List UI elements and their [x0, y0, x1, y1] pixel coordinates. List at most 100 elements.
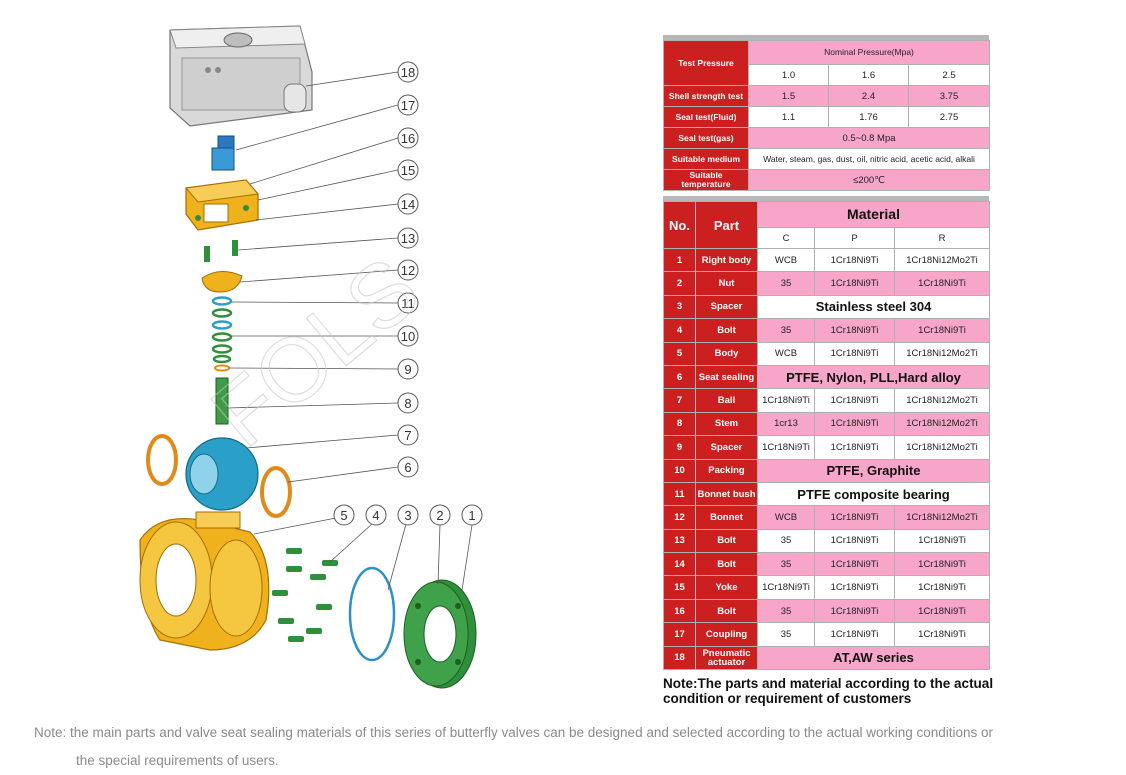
svg-text:14: 14 — [401, 197, 415, 212]
svg-text:11: 11 — [401, 296, 415, 311]
callout-14: 14 — [397, 193, 419, 215]
svg-text:13: 13 — [401, 231, 415, 246]
shell-strength-value: 1.5 — [748, 85, 829, 107]
stem — [215, 377, 229, 425]
row-material-r: 1Cr18Ni12Mo2Ti — [893, 435, 991, 460]
callout-6: 6 — [397, 456, 419, 478]
row-part: Bonnet — [695, 505, 758, 530]
row-material-c: 35 — [757, 528, 815, 554]
callout-10: 10 — [397, 325, 419, 347]
medium-value: Water, steam, gas, dust, oil, nitric aci… — [748, 148, 990, 170]
row-part: Body — [695, 341, 758, 366]
svg-text:6: 6 — [404, 460, 411, 475]
temperature-value: ≤200℃ — [748, 169, 990, 191]
shell-strength-label: Shell strength test — [663, 85, 749, 107]
temperature-label: Suitable temperature — [663, 169, 749, 191]
row-part: Yoke — [695, 575, 758, 600]
callout-4: 4 — [365, 504, 387, 526]
row-material-merged: AT,AW series — [756, 645, 991, 671]
svg-text:2: 2 — [436, 508, 443, 523]
callout-8: 8 — [397, 392, 419, 414]
svg-text:16: 16 — [401, 131, 415, 146]
column-c: C — [757, 227, 815, 249]
material-header: Material — [756, 201, 991, 228]
svg-text:9: 9 — [404, 362, 411, 377]
row-material-p: 1Cr18Ni9Ti — [814, 271, 895, 296]
svg-text:17: 17 — [401, 98, 415, 113]
svg-text:5: 5 — [340, 508, 347, 523]
row-material-p: 1Cr18Ni9Ti — [814, 552, 895, 577]
callout-16: 16 — [397, 127, 419, 149]
row-material-p: 1Cr18Ni9Ti — [814, 505, 895, 530]
row-part: Spacer — [695, 294, 758, 320]
callout-11: 11 — [397, 292, 419, 314]
row-number: 15 — [663, 575, 696, 600]
svg-text:12: 12 — [401, 263, 415, 278]
row-material-c: 35 — [757, 622, 815, 647]
row-part: Bolt — [695, 318, 758, 343]
no-header: No. — [663, 201, 696, 249]
row-part: Bonnet bush — [695, 481, 758, 507]
svg-text:8: 8 — [404, 396, 411, 411]
row-material-c: 35 — [757, 271, 815, 296]
callout-18: 18 — [397, 61, 419, 83]
callout-7: 7 — [397, 424, 419, 446]
seat-left — [146, 434, 178, 486]
column-r: R — [893, 227, 991, 249]
seal-gas-value: 0.5~0.8 Mpa — [748, 127, 990, 149]
row-part: Ball — [695, 388, 758, 413]
row-material-c: 1cr13 — [757, 411, 815, 437]
row-number: 18 — [663, 645, 696, 671]
row-material-c: WCB — [757, 341, 815, 366]
row-number: 17 — [663, 622, 696, 647]
pneumatic-actuator — [169, 25, 313, 127]
row-number: 9 — [663, 435, 696, 460]
callout-13: 13 — [397, 227, 419, 249]
seal-fluid-value: 1.76 — [828, 106, 909, 128]
row-number: 3 — [663, 294, 696, 320]
bottom-note-line1: Note: the main parts and valve seat seal… — [34, 725, 994, 740]
packing-stack — [211, 296, 233, 372]
callout-labels: 18 17 16 15 14 13 12 11 10 9 8 7 6 5 4 3… — [333, 61, 483, 526]
svg-text:15: 15 — [401, 163, 415, 178]
row-material-r: 1Cr18Ni12Mo2Ti — [893, 388, 991, 413]
row-material-c: WCB — [757, 505, 815, 530]
shell-strength-value: 3.75 — [908, 85, 990, 107]
row-material-merged: Stainless steel 304 — [756, 294, 991, 320]
row-material-c: 1Cr18Ni9Ti — [757, 388, 815, 413]
row-material-p: 1Cr18Ni9Ti — [814, 622, 895, 647]
row-material-r: 1Cr18Ni9Ti — [893, 318, 991, 343]
row-number: 5 — [663, 341, 696, 366]
row-material-p: 1Cr18Ni9Ti — [814, 575, 895, 600]
row-part: Pneumatic actuator — [695, 645, 758, 671]
row-material-c: 35 — [757, 598, 815, 624]
bottom-note: Note: the main parts and valve seat seal… — [34, 719, 1094, 775]
customer-note: Note:The parts and material according to… — [663, 676, 994, 706]
callout-15: 15 — [397, 159, 419, 181]
row-material-p: 1Cr18Ni9Ti — [814, 341, 895, 366]
row-material-r: 1Cr18Ni9Ti — [893, 598, 991, 624]
callout-17: 17 — [397, 94, 419, 116]
seat-right — [260, 466, 292, 518]
row-material-r: 1Cr18Ni9Ti — [893, 552, 991, 577]
row-material-r: 1Cr18Ni12Mo2Ti — [893, 411, 991, 437]
seal-gas-label: Seal test(gas) — [663, 127, 749, 149]
shell-strength-value: 2.4 — [828, 85, 909, 107]
medium-label: Suitable medium — [663, 148, 749, 170]
row-material-p: 1Cr18Ni9Ti — [814, 247, 895, 273]
row-part: Stem — [695, 411, 758, 437]
row-material-r: 1Cr18Ni9Ti — [893, 271, 991, 296]
row-number: 4 — [663, 318, 696, 343]
row-number: 1 — [663, 247, 696, 273]
row-number: 12 — [663, 505, 696, 530]
exploded-valve-diagram: 18 17 16 15 14 13 12 11 10 9 8 7 6 5 4 3… — [139, 25, 483, 689]
